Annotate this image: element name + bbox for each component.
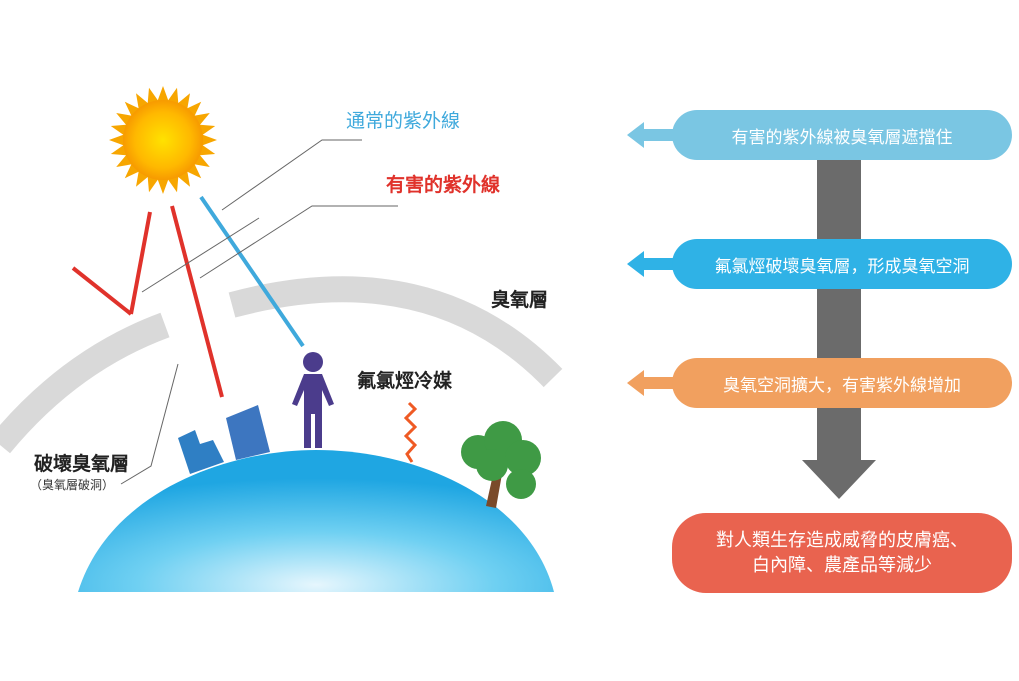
step-3-left-arrow <box>627 370 690 396</box>
flow-step-3: 臭氧空洞擴大，有害紫外線增加 <box>672 358 1012 408</box>
flow-result: 對人類生存造成威脅的皮膚癌、 白內障、農產品等減少 <box>672 513 1012 593</box>
ozone-layer-band <box>0 276 563 454</box>
step-1-left-arrow <box>627 122 690 148</box>
normal-uv-label: 通常的紫外線 <box>346 110 461 132</box>
tree-icon <box>461 421 541 508</box>
sun-icon <box>109 86 217 194</box>
harmful-uv-rays <box>71 205 224 398</box>
flow-step-2-text: 氟氯烴破壞臭氧層，形成臭氧空洞 <box>714 256 970 277</box>
ozone-hole-label: （臭氧層破洞） <box>30 478 115 492</box>
leader-lines <box>120 139 398 485</box>
cfc-refrigerant-label: 氟氯烴冷媒 <box>357 370 453 392</box>
building-icon <box>178 405 270 474</box>
earth <box>78 450 554 592</box>
ozone-destruction-label: 破壞臭氧層 <box>34 453 130 475</box>
flow-step-3-text: 臭氧空洞擴大，有害紫外線增加 <box>723 375 961 396</box>
person-icon <box>292 352 334 448</box>
flow-step-2: 氟氯烴破壞臭氧層，形成臭氧空洞 <box>672 239 1012 289</box>
step-2-left-arrow <box>627 251 690 277</box>
flow-down-arrow <box>802 158 876 499</box>
flow-result-line1: 對人類生存造成威脅的皮膚癌、 <box>716 530 968 551</box>
harmful-uv-label: 有害的紫外線 <box>386 174 501 196</box>
flow-step-1-text: 有害的紫外線被臭氧層遮擋住 <box>731 127 953 148</box>
heat-wave-icon <box>403 401 418 463</box>
normal-uv-ray <box>199 195 305 348</box>
flow-result-line2: 白內障、農產品等減少 <box>752 555 932 576</box>
ozone-layer-label: 臭氧層 <box>491 289 549 311</box>
flow-step-1: 有害的紫外線被臭氧層遮擋住 <box>672 110 1012 160</box>
